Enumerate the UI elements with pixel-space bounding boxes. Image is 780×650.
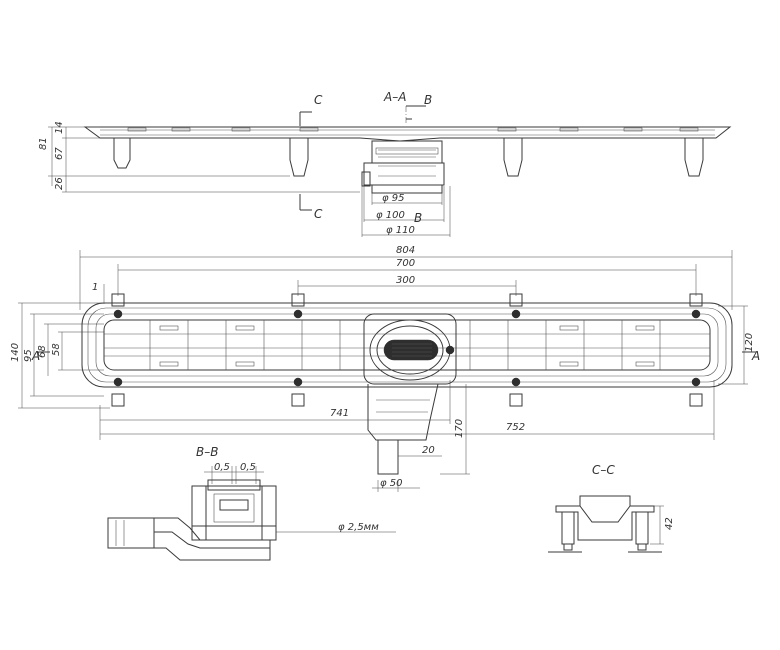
dim-phi110: φ 110	[386, 225, 415, 236]
dim-95: 95	[23, 349, 34, 362]
section-bb	[107, 466, 396, 561]
dim-phi100: φ 100	[376, 210, 405, 221]
dim-phi95: φ 95	[382, 193, 405, 204]
drain-trap-elevation	[361, 140, 445, 194]
dim-phi50: φ 50	[380, 478, 403, 489]
mounting-tabs	[111, 293, 703, 407]
section-cc	[548, 495, 664, 553]
drain-plan	[363, 313, 457, 475]
c-bottom-label: C	[314, 207, 323, 221]
dim-20: 20	[422, 445, 435, 456]
section-bb-label: B–B	[196, 445, 218, 459]
dim-700: 700	[396, 258, 415, 269]
dim-300: 300	[396, 275, 415, 286]
b-mid-label: B	[414, 211, 422, 225]
section-cc-label: C–C	[592, 463, 615, 477]
b-top-label: B	[424, 93, 432, 107]
plan-view	[18, 250, 756, 492]
dim-120: 120	[744, 333, 755, 352]
dim-05-a: 0,5	[214, 462, 230, 473]
support-feet	[113, 138, 704, 177]
c-top-label: C	[314, 93, 323, 107]
dim-58: 58	[51, 343, 62, 356]
dim-170: 170	[454, 419, 465, 438]
dim-42: 42	[664, 517, 675, 530]
dim-1: 1	[92, 282, 98, 293]
dim-140: 140	[10, 343, 21, 362]
dim-68: 68	[37, 345, 48, 358]
a-left-label: A	[31, 349, 40, 363]
dim-752: 752	[506, 422, 525, 433]
section-aa-label: A–A	[383, 90, 406, 104]
dim-741: 741	[330, 408, 349, 419]
dim-14: 14	[54, 121, 65, 134]
a-right-label: A	[751, 349, 760, 363]
dim-26: 26	[54, 177, 65, 190]
dim-67: 67	[54, 147, 65, 160]
grate-slots	[127, 127, 699, 132]
dim-81: 81	[38, 137, 49, 150]
dim-804: 804	[396, 245, 415, 256]
dim-05-b: 0,5	[240, 462, 256, 473]
dim-phi25: φ 2,5мм	[338, 522, 379, 533]
elevation-view	[48, 105, 732, 237]
